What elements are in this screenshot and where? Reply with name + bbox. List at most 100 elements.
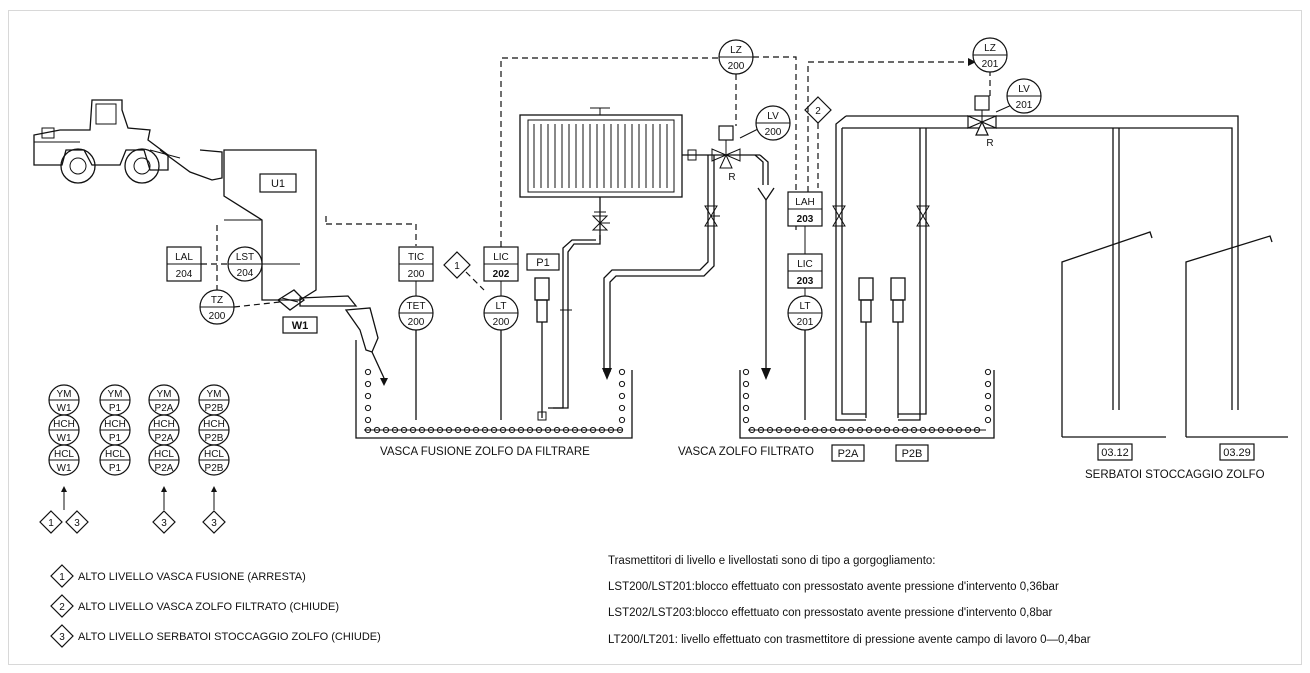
matrix-tag: P1 <box>109 403 122 414</box>
matrix-tag: YM <box>207 389 222 400</box>
svg-text:R: R <box>986 138 993 149</box>
vasca-fusione-label: VASCA FUSIONE ZOLFO DA FILTRARE <box>380 446 590 458</box>
legend-text: ALTO LIVELLO VASCA ZOLFO FILTRATO (CHIUD… <box>78 601 339 613</box>
matrix-tag: P2A <box>155 433 174 444</box>
note-line-4: LT200/LT201: livello effettuato con tras… <box>608 634 1091 646</box>
svg-text:LZ: LZ <box>984 43 996 54</box>
svg-text:3: 3 <box>59 632 65 643</box>
svg-text:LT: LT <box>496 301 507 312</box>
matrix-tag: W1 <box>57 403 72 414</box>
matrix-tag: HCH <box>53 419 75 430</box>
storage-tank-0329: 03.29 <box>1185 235 1288 461</box>
vasca-filtrato-tank <box>739 370 995 439</box>
svg-text:200: 200 <box>408 317 425 328</box>
lah-203: LAH 203 <box>787 191 823 227</box>
svg-text:LZ: LZ <box>730 45 742 56</box>
matrix-tag: HCH <box>203 419 225 430</box>
matrix-tag: P2B <box>205 463 224 474</box>
matrix-tag: P2B <box>205 433 224 444</box>
lv-200: LV 200 <box>755 105 791 141</box>
note-line-3: LST202/LST203:blocco effettuato con pres… <box>608 607 1053 619</box>
note-line-2: LST200/LST201:blocco effettuato con pres… <box>608 581 1059 593</box>
storage-tank-0312: 03.12 <box>1061 231 1166 461</box>
lic-203: LIC 203 <box>787 253 823 289</box>
svg-text:1: 1 <box>59 572 65 583</box>
three-way-valve-lv201: R <box>967 95 997 149</box>
lv-201: LV 201 <box>1006 78 1042 114</box>
w1-label: W1 <box>292 320 309 332</box>
svg-text:3: 3 <box>74 518 80 529</box>
svg-text:1: 1 <box>454 261 460 272</box>
lt-201: LT 201 <box>787 295 823 331</box>
wheel-loader-icon <box>33 99 223 184</box>
matrix-tag: P2A <box>155 403 174 414</box>
matrix-tag: HCH <box>153 419 175 430</box>
svg-text:03.12: 03.12 <box>1101 447 1129 459</box>
svg-text:3: 3 <box>161 518 167 529</box>
lz-201: LZ 201 <box>972 37 1008 73</box>
matrix-tag: HCL <box>204 449 224 460</box>
svg-text:R: R <box>728 172 735 183</box>
matrix-tag: YM <box>108 389 123 400</box>
legend-text: ALTO LIVELLO SERBATOI STOCCAGGIO ZOLFO (… <box>78 631 381 643</box>
interlock-diamond <box>202 510 226 534</box>
interlock-diamond <box>39 510 63 534</box>
filter-press <box>519 107 700 213</box>
p1-tag <box>526 253 560 271</box>
matrix-tag: HCH <box>104 419 126 430</box>
svg-text:200: 200 <box>765 127 782 138</box>
pump-p2b <box>890 128 930 421</box>
lic-202: LIC 202 <box>483 246 519 282</box>
p1-label: P1 <box>536 257 549 269</box>
p2b-tag <box>895 444 929 462</box>
interlock-diamond-2: 2 <box>804 96 832 124</box>
svg-text:203: 203 <box>797 214 814 225</box>
lst-204: LST 204 <box>227 246 263 282</box>
interlock-diamond-1: 1 <box>443 251 471 279</box>
matrix-tag: W1 <box>57 433 72 444</box>
hopper-u1: U1 <box>223 149 317 301</box>
svg-text:03.29: 03.29 <box>1223 447 1251 459</box>
svg-text:200: 200 <box>209 311 226 322</box>
svg-text:202: 202 <box>493 269 510 280</box>
valve-filter-outlet <box>591 212 610 240</box>
lt-200: LT 200 <box>483 295 519 331</box>
serbatoi-label: SERBATOI STOCCAGGIO ZOLFO <box>1085 469 1265 481</box>
svg-text:2: 2 <box>59 602 65 613</box>
interlock-diamond <box>65 510 89 534</box>
interlock-diamond <box>152 510 176 534</box>
matrix-tag: W1 <box>57 463 72 474</box>
svg-text:200: 200 <box>493 317 510 328</box>
svg-text:1: 1 <box>48 518 54 529</box>
svg-text:TIC: TIC <box>408 252 424 263</box>
svg-text:204: 204 <box>176 269 193 280</box>
matrix-tag: P1 <box>109 433 122 444</box>
weigh-belt: W1 <box>276 289 388 386</box>
vasca-fusione-tank <box>355 340 633 439</box>
lal-204: LAL 204 <box>166 246 202 282</box>
p2a-tag <box>831 444 865 462</box>
p2a-label: P2A <box>838 448 859 460</box>
matrix-tag: HCL <box>105 449 125 460</box>
matrix-tag: YM <box>57 389 72 400</box>
p2b-label: P2B <box>902 448 923 460</box>
three-way-valve-lv200: R <box>700 125 760 183</box>
return-pipe-fusione <box>602 155 720 380</box>
tet-200: TET 200 <box>398 295 434 331</box>
svg-text:LIC: LIC <box>493 252 509 263</box>
pump-p2a <box>832 115 874 421</box>
u1-tag <box>259 173 297 193</box>
notes: Trasmettitori di livello e livellostati … <box>608 555 1091 646</box>
svg-text:201: 201 <box>1016 100 1033 111</box>
legend-item: 2 ALTO LIVELLO VASCA ZOLFO FILTRATO (CHIU… <box>50 594 339 618</box>
svg-text:TZ: TZ <box>211 295 223 306</box>
svg-text:201: 201 <box>982 59 999 70</box>
storage-header <box>842 115 1239 410</box>
svg-text:201: 201 <box>797 317 814 328</box>
matrix-tag: P2A <box>155 463 174 474</box>
svg-text:204: 204 <box>237 268 254 279</box>
